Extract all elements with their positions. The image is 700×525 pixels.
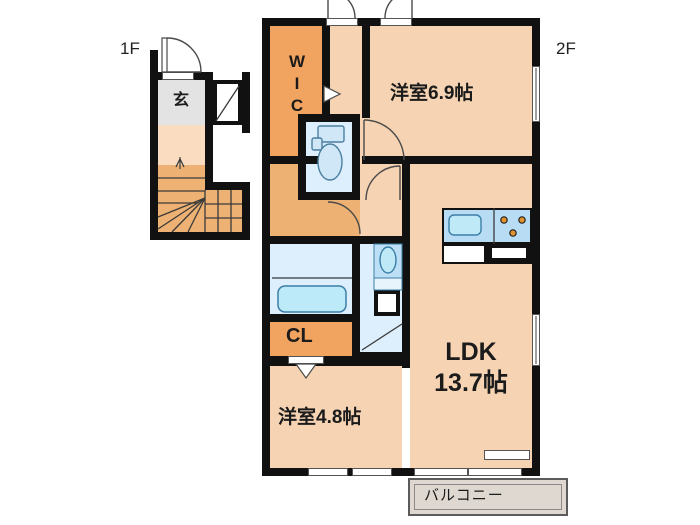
first-floor-block: 玄 (150, 37, 250, 240)
floor-label-1f: 1F (120, 39, 140, 58)
washroom-niche (374, 290, 400, 316)
staircase-run-1f (158, 165, 205, 232)
wall-washroom-top (352, 236, 410, 244)
window-ldk-right-glass (535, 316, 537, 364)
wall-washroom-right (402, 236, 410, 368)
wall-bath-top (270, 236, 360, 244)
balcony-label: バルコニー (424, 487, 504, 504)
walk-in-closet-label: WIC (284, 52, 310, 122)
window-bedroom-sub-right (352, 468, 392, 476)
ldk-label: LDK 13.7帖 (418, 340, 524, 396)
bedroom-main-label: 洋室6.9帖 (390, 83, 474, 104)
entrance-genkan-floor (158, 80, 205, 125)
door-hall-swing[interactable] (364, 164, 404, 208)
wall-bath-right (352, 236, 360, 322)
door-toilet-swing[interactable] (326, 200, 362, 236)
door-top-left-swing (327, 0, 356, 19)
window-ldk-bottom-right (484, 450, 530, 460)
toilet-fixture (311, 125, 345, 181)
wic-label-text: WIC (287, 52, 307, 118)
hallway-1f (158, 125, 205, 165)
staircase-winder-2f (306, 200, 360, 242)
window-bedroom-right-glass (535, 68, 537, 120)
closet-floor (270, 320, 354, 358)
window-bedroom-sub-left (308, 468, 348, 476)
bathtub-fixture (272, 277, 352, 313)
wall-toilet-left (298, 114, 306, 200)
wall-toilet-right (352, 114, 360, 200)
wall-closet-right (352, 314, 360, 364)
wall-2f-outer-right (532, 18, 540, 476)
balcony-inner-line (414, 484, 562, 510)
wall-1f-right-upper (205, 72, 213, 190)
closet-door-opening[interactable] (288, 356, 324, 364)
kitchen-cabinet-left (442, 244, 486, 264)
wall-1f-left (150, 50, 158, 240)
wall-2f-outer-left (262, 26, 270, 468)
wic-opening-marker (323, 85, 342, 103)
wall-1f-mid-step (205, 182, 250, 190)
entrance-label: 玄 (173, 92, 190, 109)
staircase-steps-1f (157, 157, 242, 233)
washbasin-fixture (373, 243, 403, 291)
shoe-cabinet-fold-line (215, 85, 240, 122)
kitchen-fixtures (448, 208, 526, 244)
wall-bedroom-sub-top (270, 358, 410, 366)
kitchen-cabinet-right (492, 248, 526, 258)
second-floor-block: WIC 洋室6.9帖 LDK 13.7帖 CL 洋室4.8帖 (262, 0, 540, 478)
wall-bedroom-bottom (362, 156, 532, 164)
wall-wic-right (322, 26, 330, 118)
bedroom-main-floor (362, 26, 532, 164)
wall-washroom-bottom (360, 352, 410, 360)
wall-hall-bedroom (362, 26, 370, 118)
wall-toilet-bottom (298, 192, 360, 200)
balcony-door-left[interactable] (414, 468, 468, 476)
balcony-door-right[interactable] (468, 468, 522, 476)
door-top-left-opening[interactable] (326, 18, 358, 26)
wall-2f-outer-bottom (262, 468, 540, 476)
door-bedroom-main-swing[interactable] (362, 118, 408, 164)
floor-label-2f: 2F (556, 39, 576, 58)
door-washroom-sliding[interactable] (360, 320, 404, 354)
bedroom-sub-floor (270, 366, 402, 468)
wall-1f-bottom (150, 232, 250, 240)
closet-label: CL (286, 325, 313, 347)
ldk-label-size: 13.7帖 (434, 369, 508, 397)
wall-1f-right-lower (242, 182, 250, 240)
wall-closet-top (270, 314, 360, 322)
ldk-label-main: LDK (445, 338, 497, 366)
closet-door-marker (294, 363, 318, 380)
wall-shoe-cabinet-right (242, 72, 250, 133)
staircase-winder-1f (205, 190, 242, 232)
entrance-door-swing-arc (161, 37, 202, 73)
bedroom-sub-label: 洋室4.8帖 (278, 407, 362, 428)
wall-toilet-top (298, 114, 360, 122)
door-top-right-swing (384, 0, 413, 19)
door-top-right-opening[interactable] (380, 18, 412, 26)
